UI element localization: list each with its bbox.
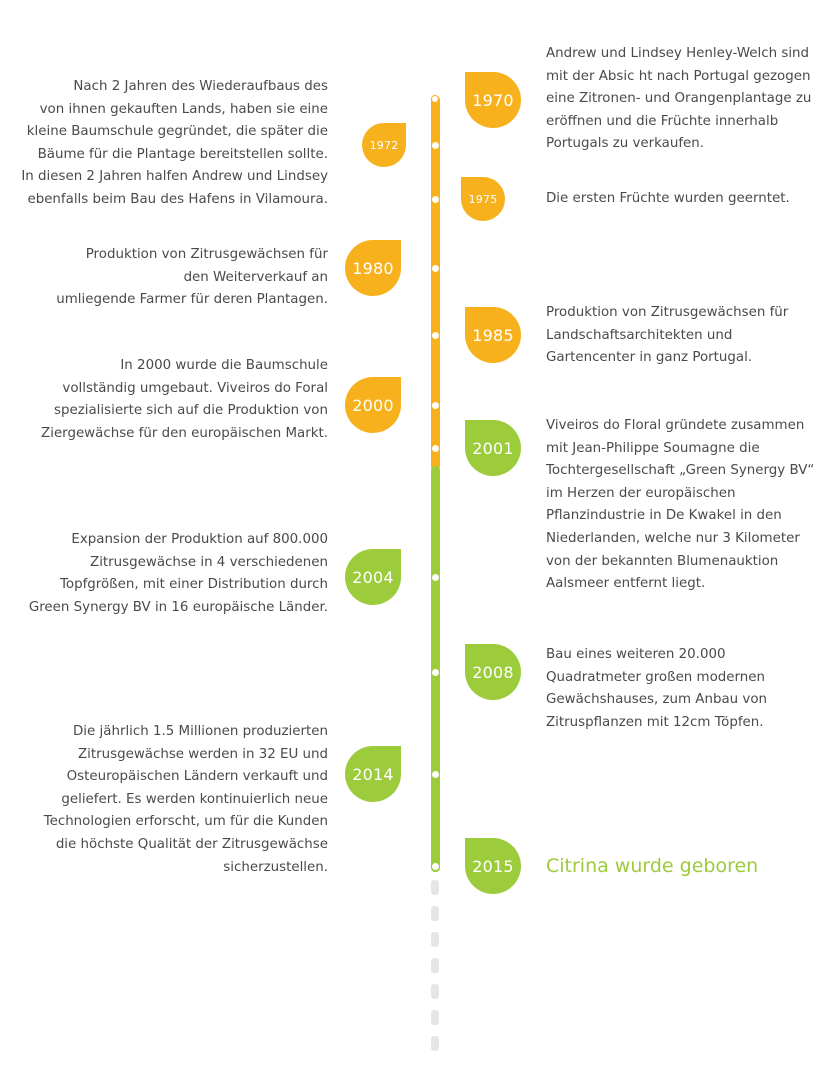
year-badge-2015: 2015 xyxy=(465,838,521,894)
timeline-dot xyxy=(432,862,439,870)
year-badge-2001: 2001 xyxy=(465,420,521,476)
event-text-2004: Expansion der Produktion auf 800.000 Zit… xyxy=(28,532,328,615)
year-badge-1980: 1980 xyxy=(345,240,401,296)
year-badge-2014: 2014 xyxy=(345,746,401,802)
event-text-1972: Nach 2 Jahren des Wiederaufbaus des von … xyxy=(21,79,328,207)
timeline-line-orange xyxy=(431,96,440,470)
event-text-2015: Citrina wurde geboren xyxy=(546,855,759,877)
year-badge-2008: 2008 xyxy=(465,644,521,700)
event-text-2001: Viveiros do Floral gründete zusammen mit… xyxy=(546,418,815,592)
event-text-2000: In 2000 wurde die Baumschule vollständig… xyxy=(41,358,328,441)
timeline-dot xyxy=(432,401,439,409)
timeline-dash xyxy=(431,880,439,895)
event-text-1970: Andrew und Lindsey Henley-Welch sind mit… xyxy=(546,46,812,152)
timeline-dash xyxy=(431,1036,439,1051)
timeline-dot xyxy=(432,264,439,272)
timeline-dash xyxy=(431,932,439,947)
year-badge-2000: 2000 xyxy=(345,377,401,433)
year-badge-1972: 1972 xyxy=(362,123,406,167)
timeline-dot xyxy=(432,195,439,203)
timeline-dash xyxy=(431,984,439,999)
year-badge-1970: 1970 xyxy=(465,72,521,128)
timeline-dot xyxy=(432,141,439,149)
year-badge-2004: 2004 xyxy=(345,549,401,605)
year-badge-1975: 1975 xyxy=(461,177,505,221)
timeline-dash xyxy=(431,1010,439,1025)
timeline-start-dot xyxy=(431,94,439,103)
timeline-dot xyxy=(432,444,439,452)
event-text-1985: Produktion von Zitrusgewächsen für Lands… xyxy=(546,305,789,366)
timeline-dot xyxy=(432,573,439,581)
timeline-dash xyxy=(431,958,439,973)
event-text-2008: Bau eines weiteren 20.000 Quadratmeter g… xyxy=(546,647,767,730)
event-text-1975: Die ersten Früchte wurden geerntet. xyxy=(546,191,790,206)
timeline-dot xyxy=(432,668,439,676)
timeline-dot xyxy=(432,331,439,339)
event-text-1980: Produktion von Zitrusgewächsen für den W… xyxy=(56,247,328,308)
year-badge-1985: 1985 xyxy=(465,307,521,363)
event-text-2014: Die jährlich 1.5 Millionen produzierten … xyxy=(43,724,328,875)
timeline-dash xyxy=(431,906,439,921)
timeline-dot xyxy=(432,770,439,778)
